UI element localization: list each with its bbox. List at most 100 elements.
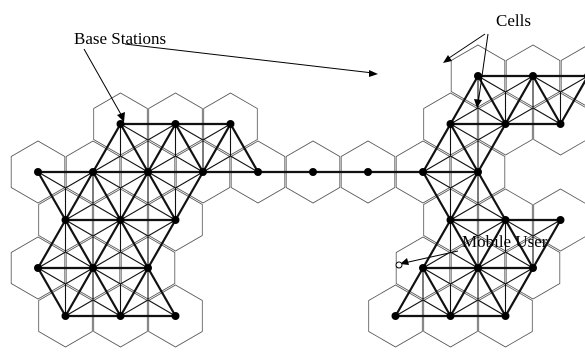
cell-boundary-link [92, 299, 122, 317]
cell-boundary-link [202, 155, 232, 173]
cell-hexagon [10, 140, 66, 204]
cell-hexagon [340, 140, 396, 204]
cell-boundary-link [147, 203, 177, 221]
base-station [556, 120, 565, 128]
cell-boundary-link [422, 267, 452, 285]
station-link [91, 170, 122, 222]
cell-boundary-link [64, 299, 94, 317]
cell-boundary-link [532, 107, 562, 125]
station-link [449, 266, 480, 318]
station-link [119, 170, 150, 222]
cell-boundary-link [92, 251, 122, 269]
label-cells: Cells [496, 11, 531, 30]
station-link [476, 266, 507, 318]
cell-boundary-link [504, 107, 534, 125]
station-link [531, 74, 562, 126]
cell-boundary-link [119, 219, 149, 237]
station-link [476, 74, 507, 126]
base-station-arrow-left [83, 48, 124, 119]
base-station [144, 264, 152, 272]
cell-boundary-link [532, 75, 562, 93]
cell-boundary-link [147, 171, 177, 189]
station-link [229, 122, 260, 174]
base-station-arrowhead-right [369, 70, 378, 77]
station-link [146, 218, 177, 270]
cell-boundary-link [449, 267, 479, 285]
station-link [504, 266, 535, 318]
cell-boundary-link [92, 219, 122, 237]
base-station [309, 168, 317, 176]
base-station [419, 168, 427, 176]
station-link [476, 170, 507, 222]
station-link [91, 218, 122, 270]
base-station [89, 168, 97, 176]
cell-boundary-link [37, 267, 67, 285]
station-link [421, 218, 452, 270]
station-link [36, 266, 67, 318]
cell-boundary-link [119, 299, 149, 317]
base-station [446, 120, 455, 128]
base-station [556, 216, 565, 224]
cell-boundary-link [202, 123, 232, 141]
station-links-layer [36, 74, 585, 318]
cell-boundary-link [174, 171, 204, 189]
base-station [446, 216, 455, 224]
cell-boundary-link [147, 299, 177, 317]
base-station [226, 120, 235, 128]
cells-arrowhead-right [474, 99, 482, 108]
station-link [119, 218, 150, 270]
cell-boundary-link [449, 171, 479, 189]
base-station [116, 312, 125, 320]
station-link [421, 170, 452, 222]
base-station [474, 168, 482, 176]
station-link [36, 218, 67, 270]
cell-boundary-link [449, 299, 479, 317]
station-link [394, 266, 425, 318]
cell-boundary-link [449, 107, 479, 125]
base-station [144, 168, 152, 176]
base-station [391, 312, 400, 320]
cell-boundary-link [449, 203, 479, 221]
base-station [116, 216, 125, 224]
cell-boundary-link [229, 155, 259, 173]
station-link [119, 122, 150, 174]
station-link [91, 122, 122, 174]
label-mobile-user: Mobile User [462, 232, 548, 251]
cell-boundary-link [477, 267, 507, 285]
cell-boundary-link [394, 299, 424, 317]
base-station [446, 312, 455, 320]
station-link [201, 122, 232, 174]
cell-boundary-link [64, 203, 94, 221]
station-link [504, 218, 535, 270]
station-link [559, 79, 585, 126]
cell-boundary-link [449, 251, 479, 269]
cell-boundary-link [422, 299, 452, 317]
cell-boundary-link [422, 155, 452, 173]
cell-hexagon [285, 140, 341, 204]
base-stations-layer [34, 72, 585, 320]
station-link [421, 266, 452, 318]
cell-boundary-link [119, 251, 149, 269]
base-station [529, 264, 537, 272]
cell-boundary-link [477, 299, 507, 317]
cell-boundary-link [119, 123, 149, 141]
base-station-arrowhead-left [117, 112, 125, 122]
cell-boundary-link [119, 155, 149, 173]
cell-boundary-link [477, 251, 507, 269]
cell-boundary-link [422, 251, 452, 269]
cell-boundary-link [174, 155, 204, 173]
station-link [449, 122, 480, 174]
label-base-stations: Base Stations [74, 29, 166, 48]
cell-boundary-link [147, 219, 177, 237]
cells-arrow-left [445, 33, 486, 61]
cell-boundary-link [92, 171, 122, 189]
station-link [146, 170, 177, 222]
base-station [501, 216, 510, 224]
cell-boundary-link [559, 77, 585, 93]
station-link [531, 218, 562, 270]
cell-boundary-link [477, 75, 507, 93]
cell-boundary-link [64, 267, 94, 285]
cell-boundary-link [477, 107, 507, 125]
station-link [64, 218, 95, 270]
base-station [474, 264, 482, 272]
